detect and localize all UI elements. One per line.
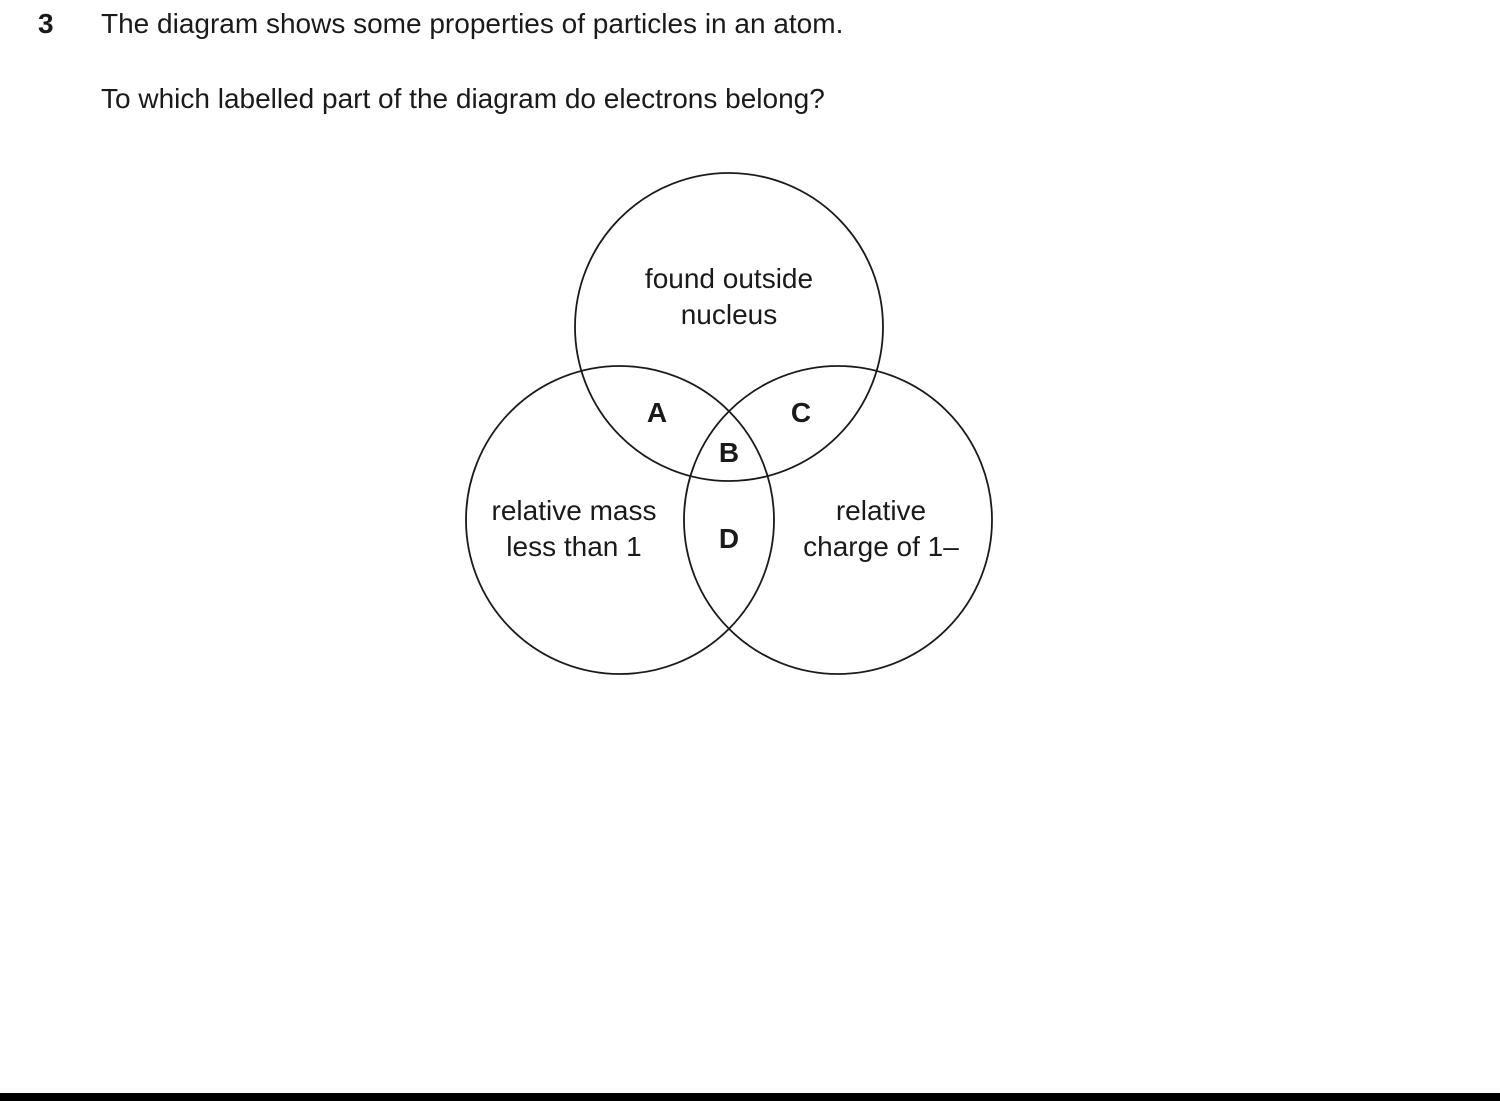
question-text-line-1: The diagram shows some properties of par… [101,8,844,39]
top-circle-label-line-2: nucleus [681,299,778,330]
right-circle-label-line-1: relative [836,495,926,526]
right-circle-label-line-2: charge of 1– [803,531,959,562]
region-label-a: A [647,397,667,428]
left-circle-label-line-1: relative mass [492,495,657,526]
question-text-line-2: To which labelled part of the diagram do… [101,83,825,114]
region-label-d: D [719,523,739,554]
question-number: 3 [38,8,54,39]
circle-relative-mass-less-than-1 [465,365,775,675]
region-label-c: C [791,397,811,428]
top-circle-label-line-1: found outside [645,263,813,294]
region-label-b: B [719,437,739,468]
page-bottom-bar [0,1093,1500,1101]
left-circle-label-line-2: less than 1 [506,531,641,562]
circle-relative-charge-of-1-minus [683,365,993,675]
circle-found-outside-nucleus [574,172,884,482]
